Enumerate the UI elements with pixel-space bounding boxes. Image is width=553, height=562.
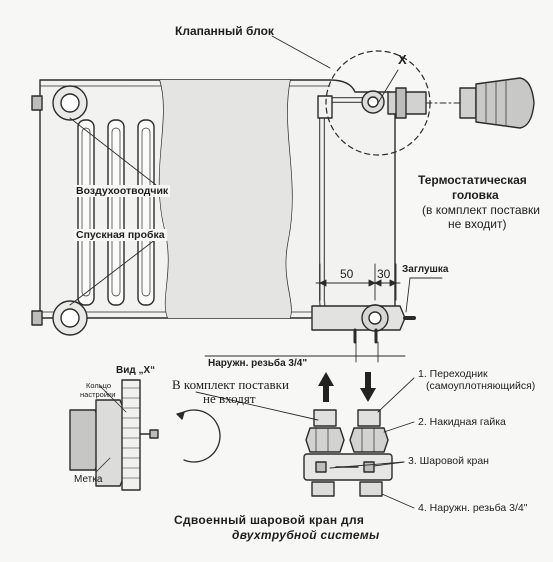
ring-label-1: Кольцо: [86, 381, 112, 390]
twin-ball-valve: [303, 409, 393, 497]
flow-arrows: [318, 372, 376, 402]
not-included-label-2: не входят: [203, 391, 256, 406]
drain-plug-label: Спускная пробка: [74, 229, 167, 241]
dimension-50: 50: [340, 267, 354, 281]
valve-block-tube: [311, 90, 416, 344]
end-cap-label: Заглушка: [402, 264, 449, 275]
air-vent-label: Воздухоотводчик: [74, 185, 171, 197]
ext-thread-top-label: Наружн. резьба 3/4": [208, 358, 308, 369]
thermo-head-label-1: Термостатическая: [418, 173, 527, 187]
caption-line-2: двухтрубной системы: [232, 528, 380, 542]
dimension-lines: [315, 263, 401, 301]
thermo-note-2: не входит): [448, 217, 507, 231]
item-2-label: 2. Накидная гайка: [418, 416, 506, 428]
item-4-label: 4. Наружн. резьба 3/4": [418, 502, 528, 514]
thermostatic-head: [387, 77, 535, 129]
not-included-label-1: В комплект поставки: [172, 377, 289, 392]
leader-lines: [69, 35, 443, 363]
item-leaders: [195, 377, 415, 509]
view-x-detail: [69, 379, 221, 491]
radiator-body: [31, 79, 396, 336]
x-mark-label: X: [398, 52, 407, 67]
view-x-label: Вид „X“: [116, 365, 156, 376]
dimension-30: 30: [377, 267, 391, 281]
item-3-label: 3. Шаровой кран: [408, 455, 489, 467]
item-1-label-2: (самоуплотняющийся): [426, 380, 536, 392]
item-1-label-1: 1. Переходник: [418, 368, 488, 380]
thermo-head-label-2: головка: [452, 188, 499, 202]
caption-line-1: Сдвоенный шаровой кран для: [174, 513, 365, 527]
mark-label: Метка: [74, 474, 103, 485]
thermo-note-1: (в комплект поставки: [422, 203, 540, 217]
ring-label-2: настройки: [80, 390, 116, 399]
valve-block-label: Клапанный блок: [175, 24, 274, 38]
